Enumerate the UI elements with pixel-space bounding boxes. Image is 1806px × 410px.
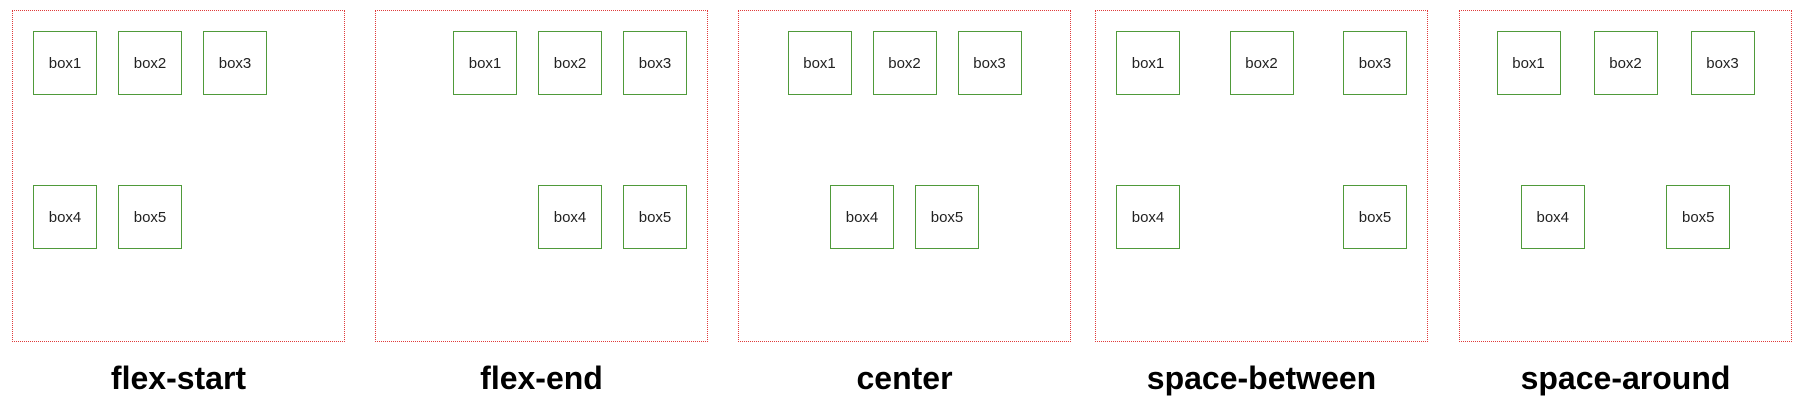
- box-3: box3: [1343, 31, 1407, 95]
- box-3: box3: [203, 31, 267, 95]
- label-center: center: [856, 360, 953, 396]
- row-1: box1 box2 box3: [1480, 31, 1771, 95]
- box-2: box2: [118, 31, 182, 95]
- panel-center: box1 box2 box3 box4 box5: [738, 10, 1071, 342]
- panel-space-between: box1 box2 box3 box4 box5: [1095, 10, 1428, 342]
- panel-rows: box1 box2 box3 box4 box5: [33, 31, 324, 249]
- label-space-around: space-around: [1520, 360, 1731, 396]
- panel-rows: box1 box2 box3 box4 box5: [759, 31, 1050, 249]
- box-2: box2: [872, 31, 937, 95]
- row-2: box4 box5: [759, 185, 1050, 249]
- box-2: box2: [1229, 31, 1294, 95]
- box-4: box4: [830, 185, 894, 249]
- row-2: box4 box5: [1480, 185, 1771, 249]
- row-2: box4 box5: [1116, 185, 1407, 249]
- panel-space-around: box1 box2 box3 box4 box5: [1459, 10, 1792, 342]
- panel-rows: box1 box2 box3 box4 box5: [396, 31, 687, 249]
- box-4: box4: [1116, 185, 1180, 249]
- box-3: box3: [623, 31, 687, 95]
- panel-flex-start: box1 box2 box3 box4 box5: [12, 10, 345, 342]
- box-5: box5: [915, 185, 979, 249]
- box-1: box1: [1496, 31, 1561, 95]
- row-1: box1 box2 box3: [1116, 31, 1407, 95]
- box-1: box1: [33, 31, 97, 95]
- box-5: box5: [118, 185, 182, 249]
- box-4: box4: [1520, 185, 1585, 249]
- row-2: box4 box5: [33, 185, 324, 249]
- label-space-between: space-between: [1146, 360, 1377, 396]
- row-1: box1 box2 box3: [396, 31, 687, 95]
- panel-rows: box1 box2 box3 box4 box5: [1116, 31, 1407, 249]
- label-flex-start: flex-start: [110, 360, 247, 396]
- label-flex-end: flex-end: [480, 360, 603, 396]
- box-2: box2: [1593, 31, 1658, 95]
- box-3: box3: [1690, 31, 1755, 95]
- box-4: box4: [538, 185, 602, 249]
- row-2: box4 box5: [396, 185, 687, 249]
- panel-rows: box1 box2 box3 box4 box5: [1480, 31, 1771, 249]
- row-1: box1 box2 box3: [759, 31, 1050, 95]
- box-2: box2: [538, 31, 602, 95]
- box-1: box1: [787, 31, 852, 95]
- row-1: box1 box2 box3: [33, 31, 324, 95]
- panel-flex-end: box1 box2 box3 box4 box5: [375, 10, 708, 342]
- box-5: box5: [623, 185, 687, 249]
- box-4: box4: [33, 185, 97, 249]
- box-1: box1: [1116, 31, 1180, 95]
- box-5: box5: [1666, 185, 1731, 249]
- box-3: box3: [957, 31, 1022, 95]
- box-5: box5: [1343, 185, 1407, 249]
- box-1: box1: [453, 31, 517, 95]
